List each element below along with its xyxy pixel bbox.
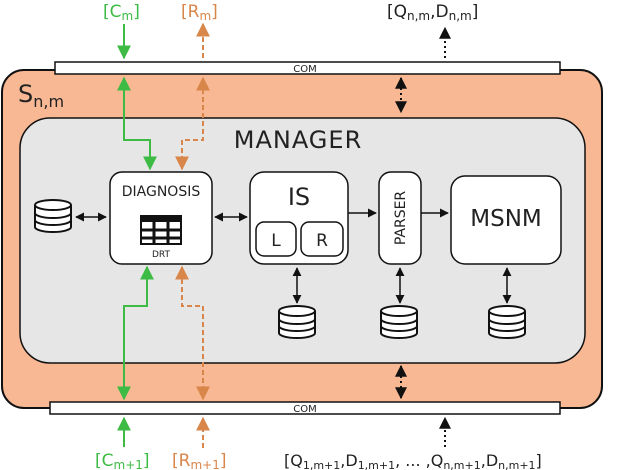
arrow-com-to-diagnosis: [117, 76, 157, 171]
arrow-diagnosis-to-com-bottom: [117, 265, 154, 401]
label-q-d-bottom: [Q1,m+1,D1,m+1, ... ,Qn,m+1,Dn,m+1]: [284, 451, 542, 470]
is-r-label: R: [316, 231, 328, 251]
is-l-box: [255, 221, 297, 257]
table-icon: [140, 215, 182, 245]
drt-label: DRT: [152, 250, 171, 260]
parser-label: PARSER: [393, 191, 409, 246]
database-icon: [380, 305, 418, 339]
com-bar-top: [54, 61, 561, 75]
label-c-top: [Cm]: [103, 2, 140, 23]
database-icon: [278, 305, 316, 339]
com-top-label: COM: [293, 64, 316, 75]
label-c-bottom: [Cm+1]: [95, 451, 150, 470]
label-r-bottom: [Rm+1]: [172, 451, 226, 470]
is-label: IS: [288, 183, 310, 211]
com-bottom-label: COM: [293, 404, 316, 415]
manager-label: MANAGER: [234, 126, 363, 154]
database-icon: [34, 199, 72, 233]
diagnosis-label: DIAGNOSIS: [122, 184, 201, 200]
msnm-label: MSNM: [470, 206, 542, 232]
com-bar-bottom: [49, 401, 561, 415]
database-icon: [488, 305, 526, 339]
is-r-box: [300, 221, 344, 257]
label-r-top: [Rm]: [181, 2, 218, 23]
label-q-d-top: [Qn,m,Dn,m]: [387, 2, 478, 23]
parser-box: [378, 171, 422, 265]
is-l-label: L: [271, 231, 281, 251]
msnm-box: [450, 175, 562, 265]
arrow-diagnosis-to-com-top: [175, 76, 210, 171]
s-label: Sn,m: [18, 80, 64, 111]
